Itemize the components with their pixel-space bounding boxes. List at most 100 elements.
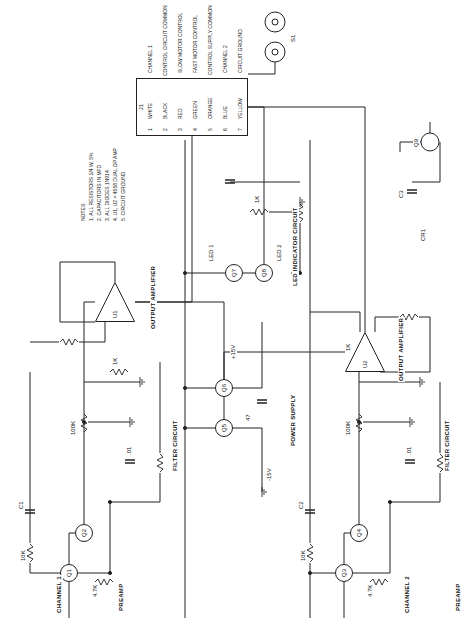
op-amp: U1 [95,282,135,322]
signal-name: FAST MOTOR CONTROL [192,14,198,74]
transistor: Q8 [255,264,273,282]
resistor-symbol [110,369,128,375]
node-text: Q7 [231,269,238,277]
wire-connector [135,302,224,379]
node-text: J1 [138,104,145,110]
note-text: 5. CIRCUIT GROUND [120,171,126,222]
component-value: 100K [345,420,352,436]
section-title: POWER SUPPLY [290,394,297,447]
wire-connector [69,533,75,564]
capacitor-symbol [405,460,415,463]
resistor-ground [26,543,34,563]
pin-number: 5 [207,127,213,132]
component-value: .01 [406,446,413,456]
wire-connector [248,107,365,332]
node-text: Q6 [221,384,228,392]
capacitor-symbol [25,510,35,513]
section-title: FILTER CIRCUIT [172,419,179,472]
transistor: Q7 [225,264,243,282]
note-text: 2. CAPACITORS IN MFD [96,164,102,222]
component-value: 10K [300,549,307,562]
node-text: Q1 [66,569,73,577]
resistor-symbol [60,339,78,345]
signal-name: CONTROL CIRCUIT COMMON [162,4,168,77]
wire-connector [243,273,255,274]
capacitor-symbol [407,190,417,193]
section-title: CHANNEL 1 [56,575,63,614]
node-text: Q8 [261,269,268,277]
resistor-ground [156,453,164,473]
section-title: OUTPUT AMPLIFIER [398,317,405,382]
component-value: C2 [298,500,305,510]
junction-dot [388,500,391,503]
section-title: PREAMP [118,583,125,612]
resistor-symbol [157,454,163,472]
switch-wire [248,62,275,74]
wire-color: WHITE [147,102,153,120]
capacitor-symbol [305,510,315,513]
pin-number: 2 [162,127,168,132]
component-value: 1K [254,195,261,204]
component-value: +15V [230,344,237,360]
wire-connector [344,533,350,564]
ground-symbol [262,487,266,497]
channel-2-wires [310,312,440,618]
ground-symbol [140,377,144,387]
section-title: LED INDICATOR CIRCUIT [292,206,299,287]
component-value: LED 2 [276,243,283,262]
component-value: 1K [345,343,352,352]
ground-symbol [300,197,304,207]
section-title: FILTER CIRCUIT [444,419,451,472]
component-value: C3 [398,189,405,199]
signal-name: CIRCUIT GROUND [237,28,243,74]
component-value: Q9 [413,138,420,148]
note-text: 4. U1, U2 = 4558 DUAL OP AMP [112,147,118,222]
note-text: NOTES: [80,201,86,222]
node-text: U2 [362,360,369,368]
pin-number: 3 [177,127,183,132]
signal-name: CHANNEL 2 [222,44,228,74]
wire-color: RED [177,107,183,120]
capacitor-symbol [125,460,135,463]
transistor: Q5 [215,419,233,437]
wire-connector [359,372,360,524]
section-title: CHANNEL 2 [404,575,411,614]
op-amp-outline [346,333,385,372]
aux-wires [400,122,440,182]
transistor: Q6 [215,379,233,397]
op-amp: U2 [345,332,385,372]
ground-symbol [420,377,424,387]
pin-number: 4 [192,127,198,132]
note-text: 3. ALL DIODES 1N914 [104,169,110,222]
wire-connector [224,397,225,419]
signal-name: CONTROL SUPPLY COMMON [207,4,213,76]
resistor-ground [59,338,79,346]
wire-connector [224,352,345,379]
signal-name: CHANNEL 1 [147,44,153,74]
led-wires [185,182,300,273]
node-text: Q2 [81,529,88,537]
transistor: Q2 [75,524,93,542]
rotary-switch [265,42,285,62]
component-value: 47 [245,413,252,422]
resistor-ground [249,208,269,216]
resistor-symbol [437,454,443,472]
component-value: 100K [70,420,77,436]
node-text: Q3 [341,569,348,577]
node-text: U1 [112,310,119,318]
wire-color: ORANGE [207,96,213,120]
component-value: -15V [266,467,273,482]
component-value: 4.7K [92,584,99,598]
junction-dot [108,500,111,503]
junction-dot [183,271,186,274]
pin-number: 7 [237,127,243,132]
component-value: 10K [20,549,27,562]
wire-connector [84,302,95,524]
node-text: Q4 [356,529,363,537]
component-value: C1 [18,500,25,510]
junction-dot [183,426,186,429]
ground-symbol [130,417,134,427]
capacitor-symbol [257,400,267,403]
resistor-symbol [307,544,313,562]
wire-color: BLUE [222,105,228,120]
